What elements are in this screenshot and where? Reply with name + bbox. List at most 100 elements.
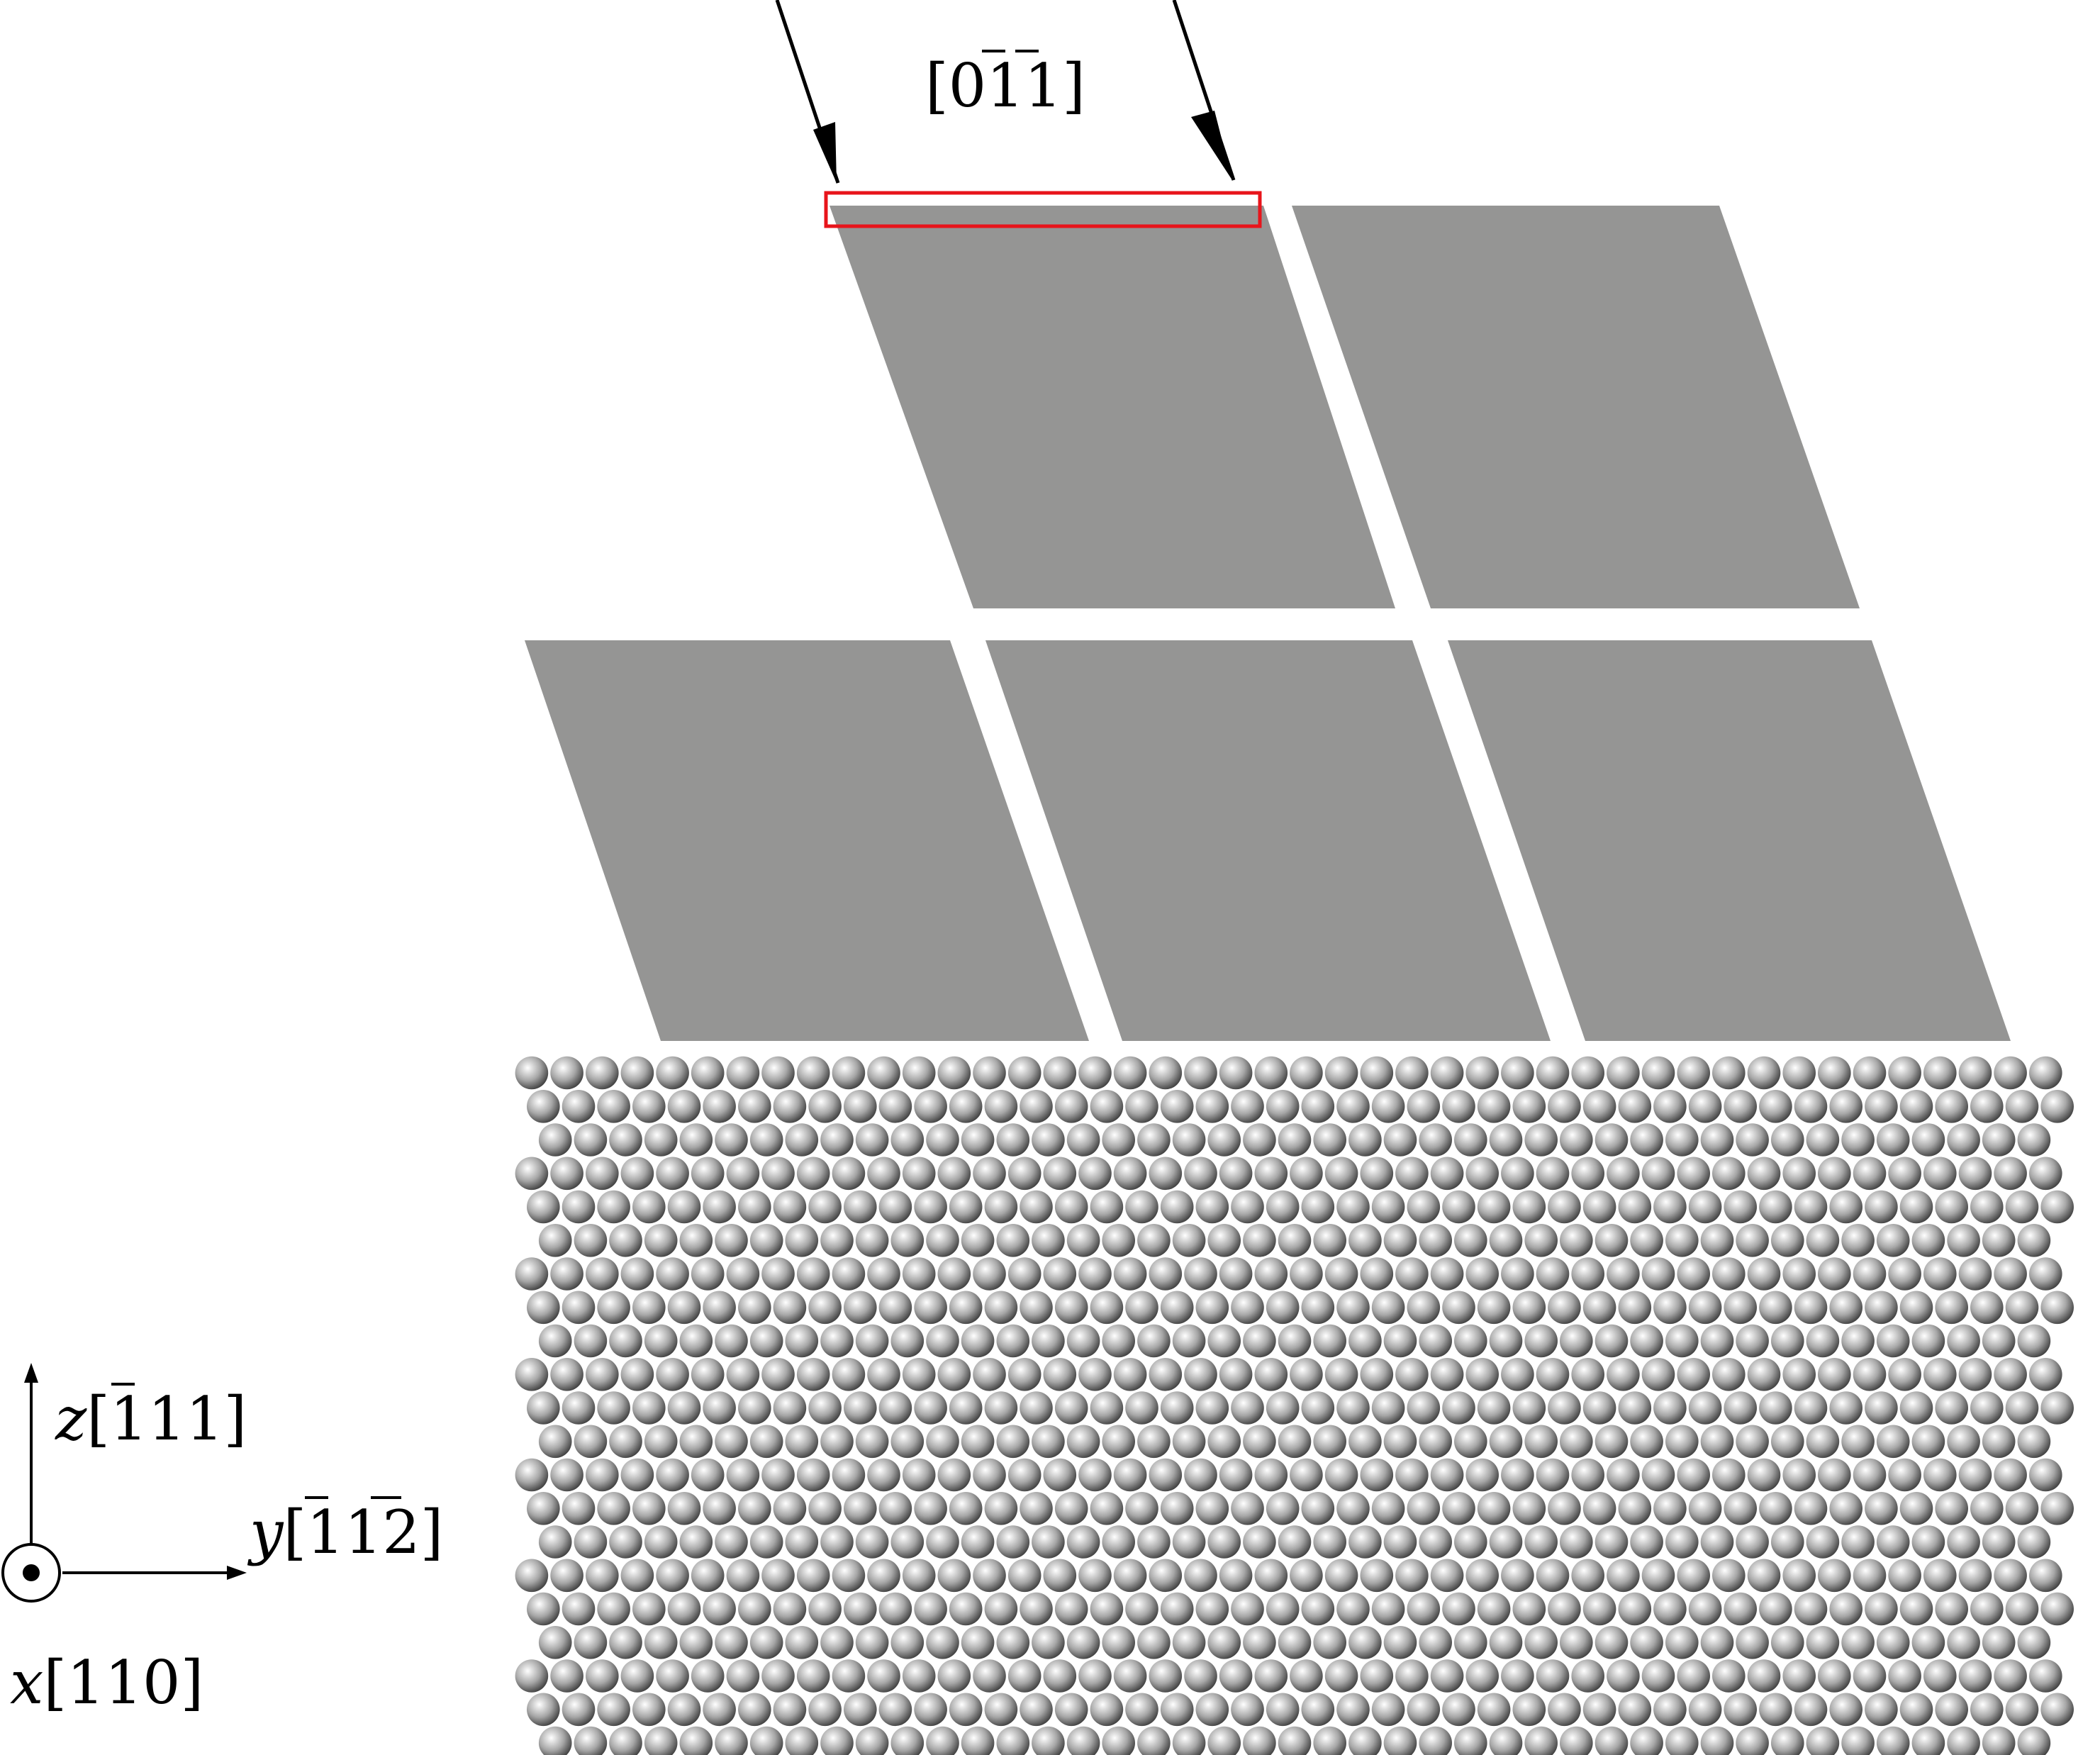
atom [1712,1559,1746,1593]
atom [1841,1525,1875,1559]
atom [1407,1391,1441,1425]
y-axis-label: y[112] [247,1498,443,1567]
atom [715,1224,748,1257]
atom [844,1492,877,1525]
atom [1594,1726,1629,1755]
atom [527,1190,560,1224]
atom [1290,1257,1323,1291]
atom [1712,1659,1746,1693]
atom [1736,1123,1769,1157]
atom [1630,1123,1663,1157]
atom [1219,1056,1253,1090]
atom [1102,1123,1135,1157]
atom [1219,1659,1253,1693]
atom [926,1123,959,1157]
atom [1806,1324,1840,1358]
atom [1032,1324,1065,1358]
atom [1724,1592,1757,1626]
atom [1501,1157,1534,1191]
atom [1888,1358,1921,1391]
atom [1794,1492,1828,1525]
atom [1266,1492,1300,1525]
atom [574,1324,608,1358]
atom [1125,1693,1158,1727]
atom [1582,1592,1616,1626]
atom [1090,1090,1124,1123]
atom [1113,1559,1147,1593]
atom [1290,1056,1323,1090]
atom [1007,1659,1041,1693]
atom [1324,1257,1358,1291]
atom [796,1056,830,1090]
atom [2040,1693,2074,1727]
atom [656,1559,689,1593]
atom [1688,1693,1722,1727]
atom [1501,1358,1534,1391]
atom [1501,1659,1534,1693]
atom [1853,1157,1887,1191]
atom [715,1626,748,1659]
atom [832,1157,866,1191]
atom [2029,1358,2062,1391]
atom [1653,1190,1687,1224]
atom [1618,1592,1652,1626]
z-axis-arrowhead [24,1363,38,1383]
atom [1688,1592,1722,1626]
atom [949,1693,983,1727]
atom [656,1358,689,1391]
atom [1090,1492,1124,1525]
atom [890,1425,925,1459]
atom [1994,1659,2027,1693]
atom [562,1391,596,1425]
atom [1137,1123,1171,1157]
atom [1430,1257,1464,1291]
atom [1560,1525,1593,1559]
atom [1290,1358,1323,1391]
atom [738,1391,771,1425]
atom [878,1090,912,1123]
atom [515,1257,549,1291]
atom [1032,1525,1065,1559]
atom [1724,1693,1757,1727]
atom [1747,1157,1781,1191]
atom [1771,1626,1804,1659]
atom [1618,1693,1652,1727]
atom [1911,1324,1945,1358]
atom [1911,1425,1945,1459]
atom [961,1626,995,1659]
atom [726,1458,760,1492]
atom [1548,1090,1581,1123]
atom [1442,1090,1475,1123]
atom [1618,1190,1652,1224]
atom [773,1592,807,1626]
atom [1677,1157,1710,1191]
atom [1923,1358,1957,1391]
atom [1430,1157,1464,1191]
atom [1419,1626,1452,1659]
atom [1290,1659,1323,1693]
atom [1688,1391,1722,1425]
atom [1113,1257,1147,1291]
atom [1970,1693,2004,1727]
atom [1324,1056,1358,1090]
atom [515,1157,549,1191]
atom [1512,1291,1546,1325]
surface-highlight-box [824,191,1262,228]
atom [1888,1458,1921,1492]
atom [1958,1358,1992,1391]
atom [1243,1425,1276,1459]
atom [1512,1492,1546,1525]
atom [1712,1458,1746,1492]
atom [1054,1391,1088,1425]
atom [1125,1592,1158,1626]
atom [890,1324,925,1358]
atom [1888,1559,1921,1593]
atom [1172,1425,1206,1459]
atom [1947,1324,1980,1358]
atom [691,1056,725,1090]
atom [1371,1693,1405,1727]
atom [1020,1492,1053,1525]
atom [1865,1190,1898,1224]
atom [1020,1693,1053,1727]
atom [609,1626,642,1659]
